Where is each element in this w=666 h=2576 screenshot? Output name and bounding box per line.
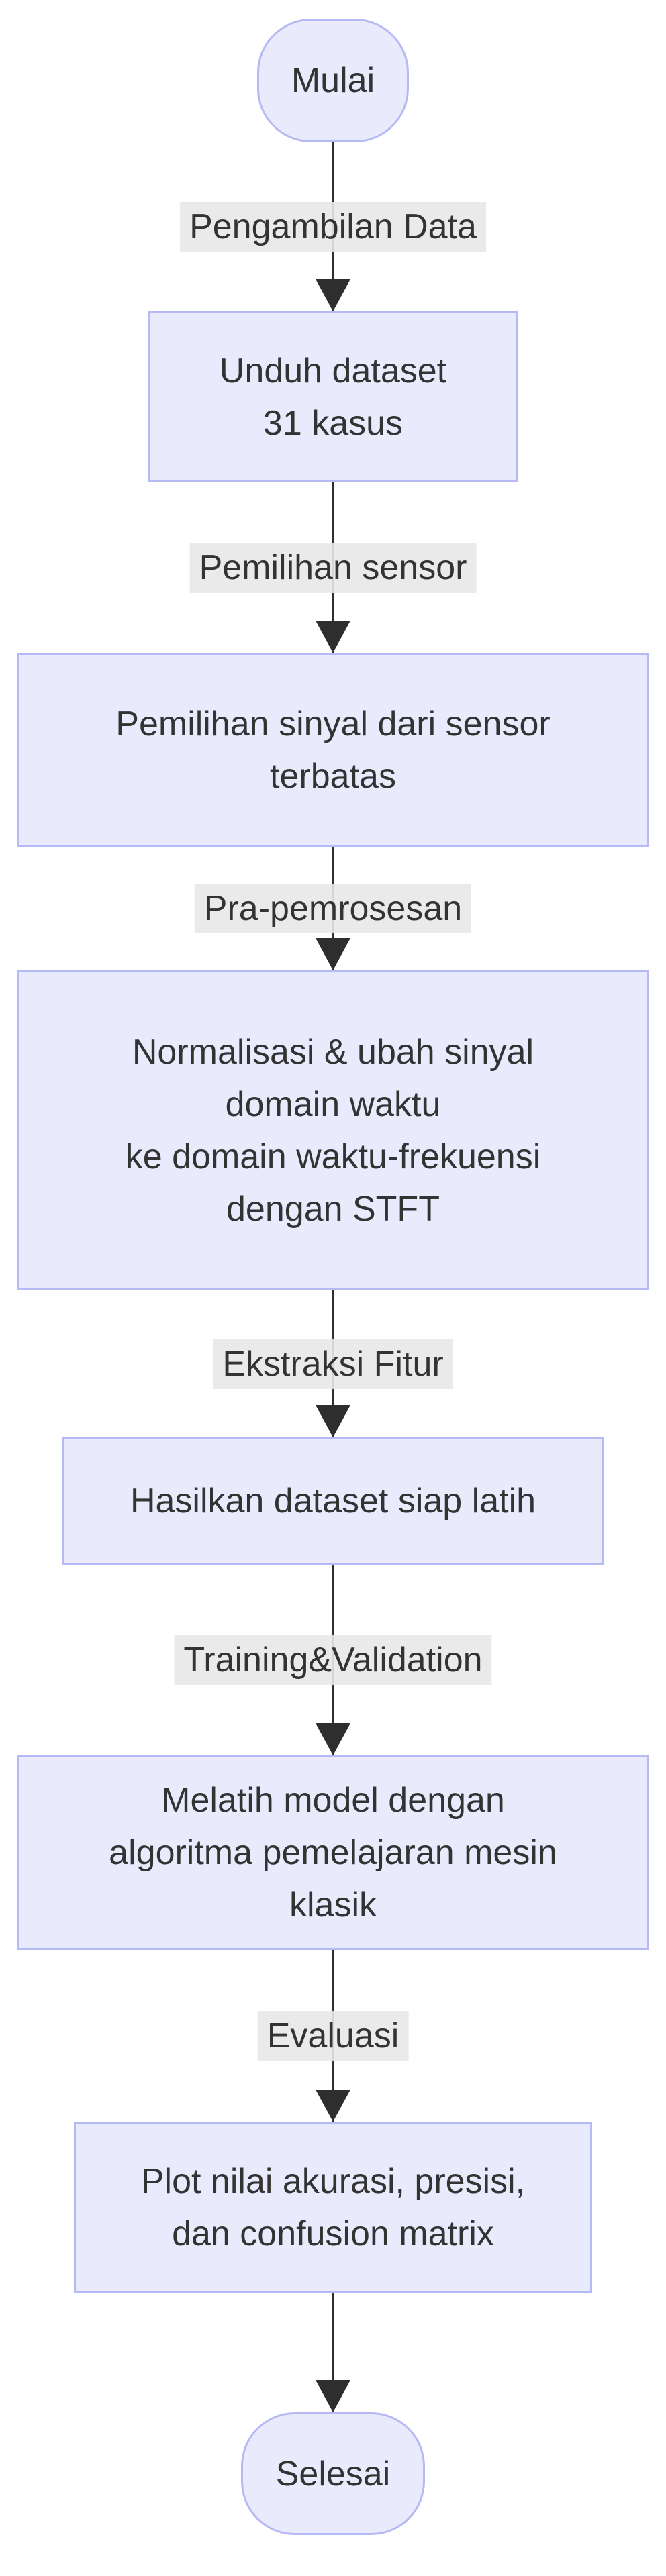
node-melatih-model-label: Melatih model dengan algoritma pemelajar… (109, 1781, 557, 1924)
node-unduh-dataset-label: Unduh dataset 31 kasus (219, 351, 447, 443)
node-end-label: Selesai (275, 2454, 391, 2493)
arrowhead-icon (316, 621, 350, 653)
node-pemilihan-sinyal-label: Pemilihan sinyal dari sensor terbatas (115, 704, 551, 796)
edge-pemilihan-sensor: Pemilihan sensor (0, 482, 666, 653)
arrowhead-icon (316, 2090, 350, 2122)
node-normalisasi-stft-label: Normalisasi & ubah sinyal domain waktu k… (125, 1032, 541, 1229)
node-plot-evaluasi-label: Plot nilai akurasi, presisi, dan confusi… (140, 2161, 526, 2253)
node-normalisasi-stft: Normalisasi & ubah sinyal domain waktu k… (17, 970, 649, 1290)
edge-label-pra-pemrosesan: Pra-pemrosesan (194, 884, 472, 933)
edge-training-validation: Training&Validation (0, 1565, 666, 1755)
node-melatih-model: Melatih model dengan algoritma pemelajar… (17, 1755, 649, 1950)
edge-ekstraksi-fitur: Ekstraksi Fitur (0, 1290, 666, 1437)
node-start-label: Mulai (291, 61, 375, 100)
edge-label-pemilihan-sensor: Pemilihan sensor (189, 543, 477, 593)
node-start: Mulai (257, 19, 409, 142)
arrowhead-icon (316, 2380, 350, 2412)
arrowhead-icon (316, 279, 350, 311)
edge-pengambilan-data: Pengambilan Data (0, 142, 666, 311)
node-pemilihan-sinyal: Pemilihan sinyal dari sensor terbatas (17, 653, 649, 847)
arrowhead-icon (316, 938, 350, 970)
edge-label-training-validation: Training&Validation (174, 1635, 492, 1685)
edge-evaluasi: Evaluasi (0, 1950, 666, 2122)
edge-to-end (0, 2293, 666, 2412)
edge-label-ekstraksi-fitur: Ekstraksi Fitur (213, 1339, 453, 1389)
node-hasilkan-dataset-label: Hasilkan dataset siap latih (130, 1482, 536, 1521)
edge-label-pengambilan-data: Pengambilan Data (180, 202, 486, 252)
node-plot-evaluasi: Plot nilai akurasi, presisi, dan confusi… (74, 2122, 592, 2293)
edge-label-evaluasi: Evaluasi (257, 2011, 409, 2061)
node-unduh-dataset: Unduh dataset 31 kasus (148, 311, 518, 482)
node-end: Selesai (241, 2412, 425, 2535)
edge-pra-pemrosesan: Pra-pemrosesan (0, 847, 666, 970)
arrowhead-icon (316, 1723, 350, 1755)
node-hasilkan-dataset: Hasilkan dataset siap latih (62, 1437, 604, 1565)
flow-line (332, 2293, 334, 2412)
arrowhead-icon (316, 1405, 350, 1437)
